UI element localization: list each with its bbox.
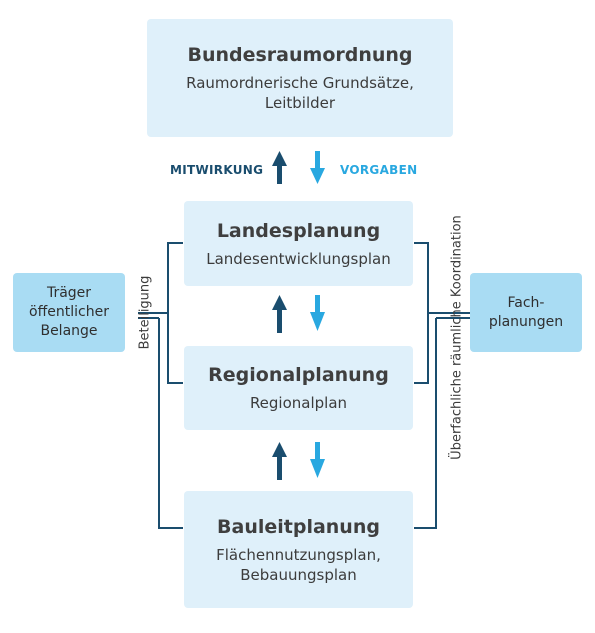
up-arrow-2 [272,295,287,333]
down-arrow-1 [310,151,325,184]
side-label: Belange [40,323,98,339]
box-title: Bundesraumordnung [187,44,413,66]
box-subtitle: Bebauungsplan [240,565,357,584]
down-arrow-3 [310,442,325,478]
side-label: planungen [488,313,564,330]
right-bracket-long [414,318,437,529]
box-title: Landesplanung [216,219,381,242]
label-mitwirkung: MITWIRKUNG [170,163,264,177]
box-bauleitplanung: Bauleitplanung Flächennutzungsplan, Beba… [184,491,413,608]
side-label: Träger [46,285,92,301]
box-title: Regionalplanung [208,364,389,386]
up-arrow-1 [272,151,287,184]
box-title: Bauleitplanung [217,515,380,538]
side-label: öffentlicher [29,304,109,320]
left-bracket-long [158,318,183,529]
box-fachplanungen: Fach- planungen [470,273,582,352]
box-subtitle: Flächennutzungsplan, [216,545,381,564]
box-traeger-oeffentlicher-belange: Träger öffentlicher Belange [13,273,125,352]
side-label: Fach- [507,294,545,311]
box-subtitle: Regionalplan [249,394,348,412]
label-ueberfachliche-koordination: Überfachliche räumliche Koordination [449,215,465,460]
box-bundesraumordnung: Bundesraumordnung Raumordnerische Grunds… [147,19,453,137]
down-arrow-2 [310,295,325,331]
label-beteiligung: Beteiligung [137,275,153,350]
left-bracket-top [167,242,183,384]
label-vorgaben: VORGABEN [340,163,418,177]
right-bracket-top [414,242,429,384]
box-regionalplanung: Regionalplanung Regionalplan [184,346,413,430]
box-subtitle: Raumordnerische Grundsätze, [186,74,414,92]
box-subtitle: Leitbilder [264,94,336,112]
up-arrow-3 [272,442,287,480]
box-landesplanung: Landesplanung Landesentwicklungsplan [184,201,413,286]
box-subtitle: Landesentwicklungsplan [206,249,391,268]
